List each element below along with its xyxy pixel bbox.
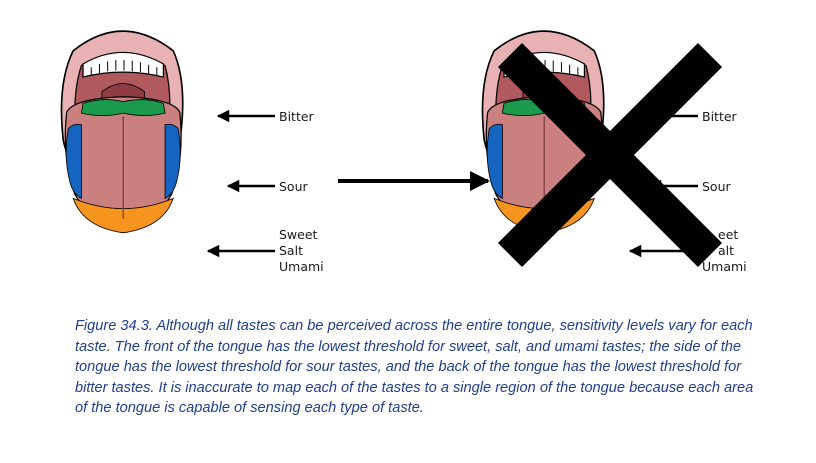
figure-caption: Figure 34.3. Although all tastes can be … xyxy=(75,318,754,416)
right-label-salt: alt xyxy=(718,243,734,258)
left-tongue-illustration xyxy=(60,30,184,234)
label-bitter: Bitter xyxy=(279,109,315,124)
tongue-taste-diagram: Bitter Sour Sweet Salt Umami Bitter Sour… xyxy=(60,30,747,274)
label-sweet: Sweet xyxy=(279,227,318,242)
right-label-sweet: eet xyxy=(718,227,738,242)
right-label-bitter: Bitter xyxy=(702,109,738,124)
label-sour: Sour xyxy=(279,179,309,194)
label-salt: Salt xyxy=(279,243,303,258)
cross-out-x xyxy=(497,42,723,268)
right-label-umami: Umami xyxy=(702,259,747,274)
label-umami: Umami xyxy=(279,259,324,274)
right-label-sour: Sour xyxy=(702,179,732,194)
